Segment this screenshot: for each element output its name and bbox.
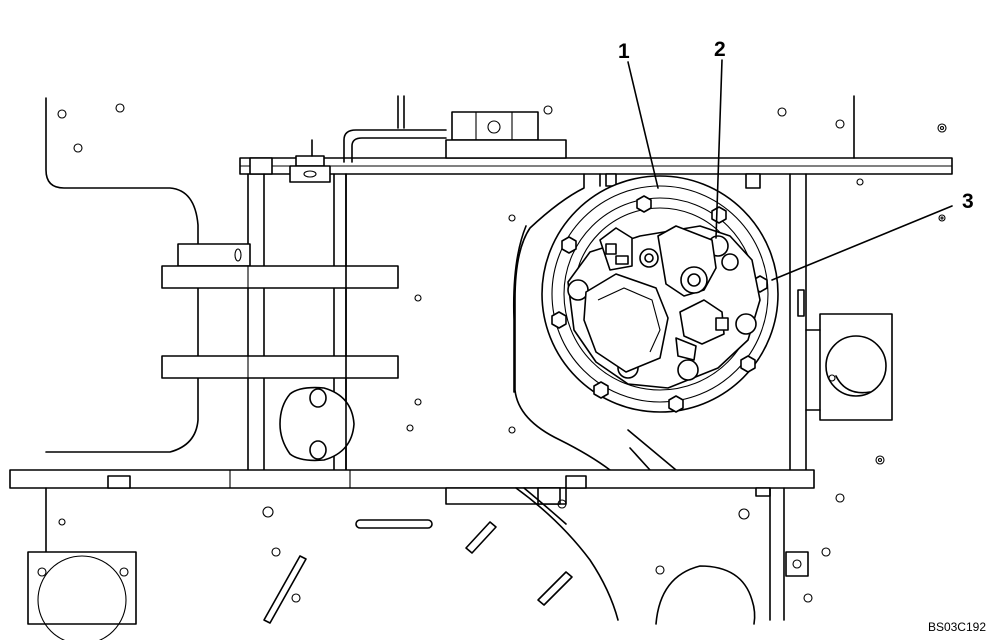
callout-2: 2 <box>714 38 726 61</box>
lower-right-bore <box>655 565 756 625</box>
ring-bolts <box>551 195 768 413</box>
upper-beam <box>239 157 953 175</box>
left-frame-plate <box>45 97 199 453</box>
callout-3: 3 <box>962 190 974 213</box>
lower-beam <box>9 469 815 505</box>
lower-left-bracket <box>27 551 137 640</box>
side-bracket <box>805 313 893 421</box>
oval-boss <box>279 386 355 462</box>
leader-lines <box>627 59 953 281</box>
callout-1: 1 <box>618 40 630 63</box>
swing-motor-assembly <box>541 175 779 413</box>
lower-frame <box>45 487 809 624</box>
figure-reference: BS03C192 <box>927 620 986 634</box>
sensor-fitting <box>289 139 331 183</box>
cross-bars <box>161 243 399 379</box>
right-frame <box>543 95 947 603</box>
mounting-plate <box>345 173 677 471</box>
top-bracket <box>343 95 567 163</box>
right-plates <box>605 173 807 471</box>
